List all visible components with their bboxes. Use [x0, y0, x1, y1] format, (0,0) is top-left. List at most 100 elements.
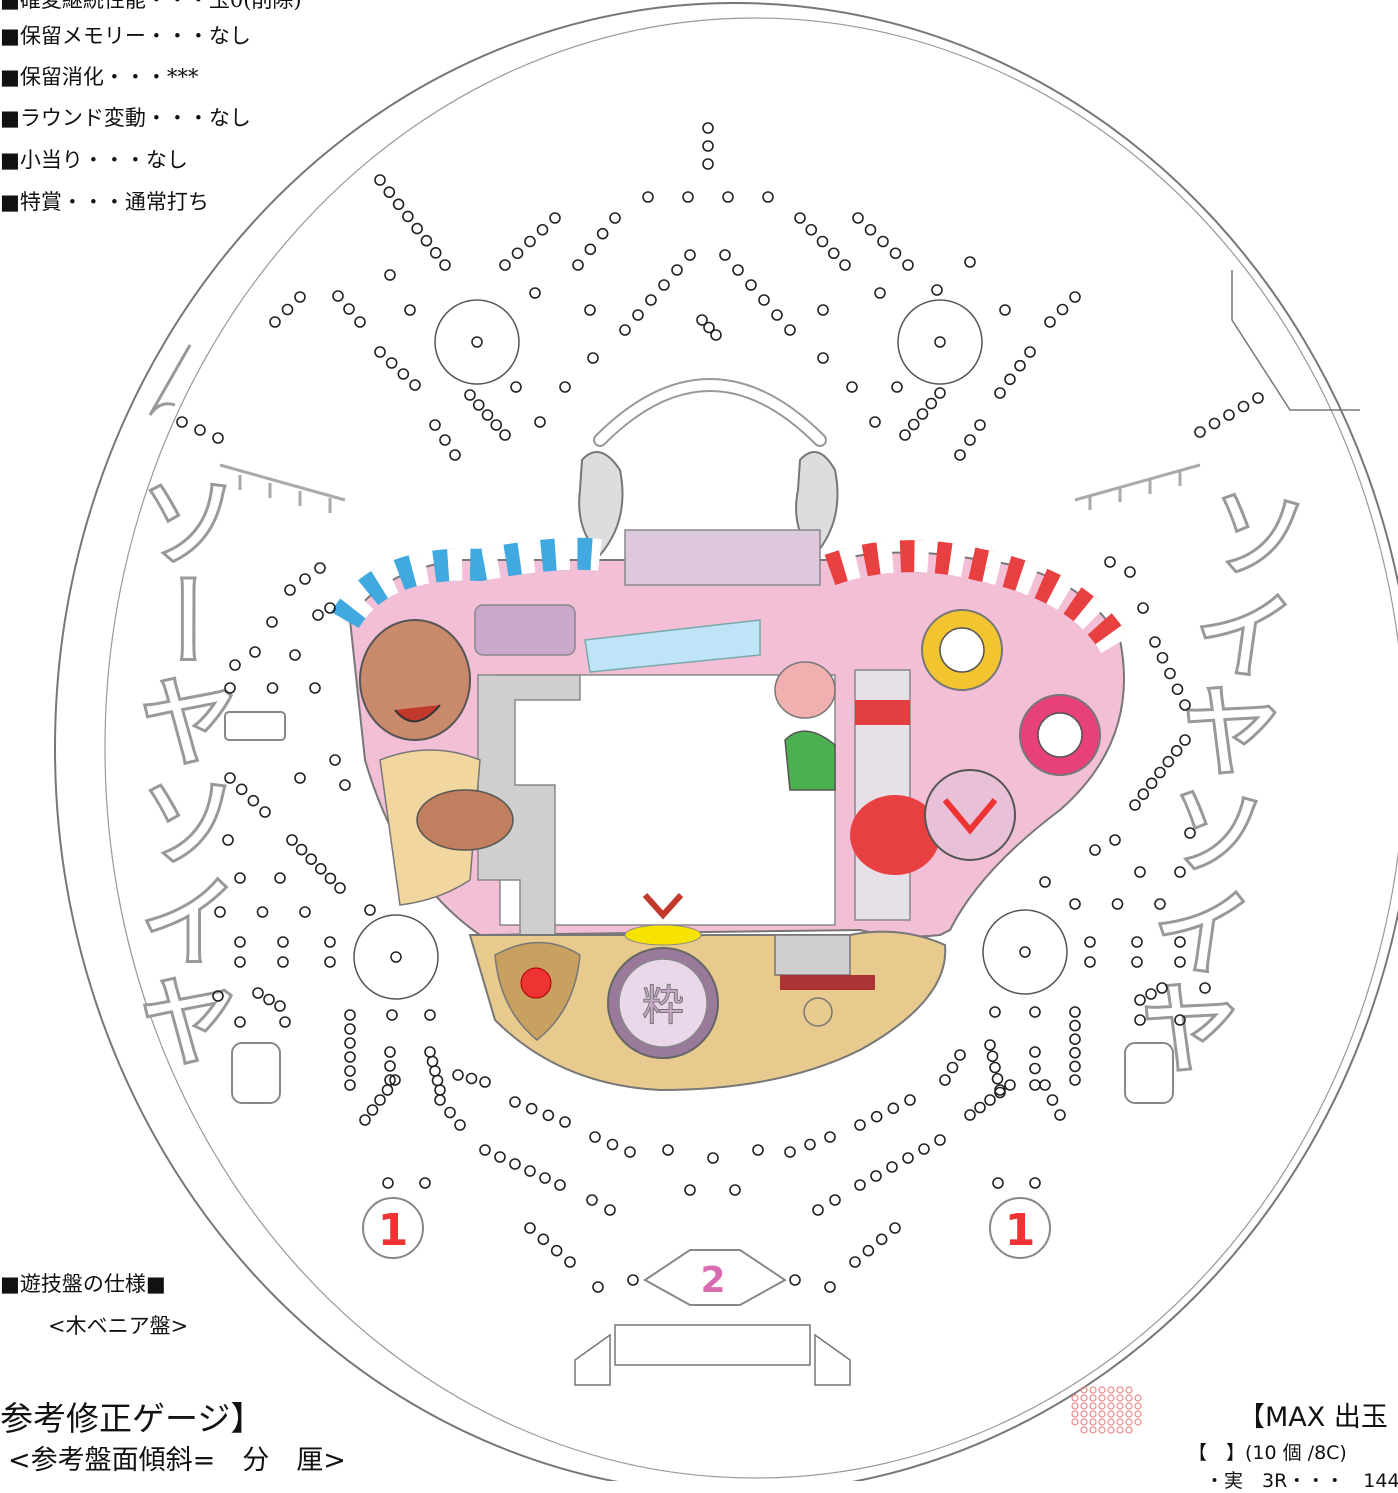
gauge-dot	[1089, 1402, 1097, 1410]
nail	[991, 1072, 1004, 1085]
nail	[992, 1177, 1004, 1189]
nail	[454, 1119, 466, 1131]
gauge-dot	[1080, 1402, 1088, 1410]
nail	[839, 259, 851, 271]
nail	[682, 191, 694, 203]
nail	[984, 1039, 996, 1051]
nail	[1124, 566, 1136, 578]
nail	[817, 352, 829, 364]
nail	[1069, 1047, 1081, 1059]
nail	[804, 1138, 816, 1151]
top-purple-block	[624, 529, 821, 586]
nail	[383, 186, 396, 198]
nail	[658, 279, 670, 291]
nail	[381, 1084, 394, 1096]
nail	[1145, 988, 1157, 1000]
nail	[572, 259, 584, 271]
nail	[870, 1110, 883, 1123]
nail	[869, 416, 881, 428]
nail	[334, 882, 346, 894]
board-inner-rail	[104, 17, 1398, 1479]
nail	[1069, 1074, 1081, 1086]
nail	[1199, 982, 1211, 994]
nail	[524, 1222, 536, 1234]
nail	[939, 1074, 951, 1086]
nail	[366, 1104, 379, 1116]
nail	[604, 1204, 616, 1216]
nail	[392, 198, 405, 211]
nail	[964, 434, 976, 446]
nail	[344, 1051, 356, 1063]
nail	[827, 247, 840, 260]
gauge-dot	[1098, 1410, 1106, 1418]
gauge-dot	[1107, 1426, 1115, 1434]
spec-item: ■小当り・・・なし	[0, 148, 188, 172]
nail	[234, 1016, 246, 1028]
nail	[542, 1109, 555, 1122]
spec-item: ■ラウンド変動・・・なし	[0, 106, 251, 130]
nail	[266, 616, 278, 628]
nail	[1069, 1060, 1081, 1073]
nail	[1024, 346, 1036, 358]
nail	[846, 381, 858, 393]
nail-layout	[176, 122, 1264, 1293]
max-out-row: 【 】(10 個 /8C)	[1188, 1442, 1347, 1464]
gauge-dot	[1125, 1394, 1133, 1402]
gauge-dot	[1125, 1410, 1133, 1418]
nail	[1154, 898, 1166, 910]
left-stage	[477, 674, 581, 936]
nail	[1069, 1033, 1081, 1045]
nail	[632, 309, 644, 321]
nail	[1184, 827, 1196, 839]
nail	[584, 304, 596, 316]
nail	[374, 174, 386, 186]
nail	[224, 682, 236, 694]
gauge-dot	[1071, 1402, 1079, 1410]
nail	[1174, 956, 1186, 968]
nail	[286, 834, 298, 846]
nail	[384, 269, 396, 281]
nail	[1145, 777, 1158, 790]
nail	[824, 1131, 836, 1143]
nail	[481, 409, 494, 421]
nail	[536, 223, 549, 236]
side-text-right: ソイヤソイヤ	[1114, 474, 1313, 1084]
nail	[564, 1256, 576, 1268]
gauge-dot	[1071, 1418, 1079, 1426]
nail	[537, 1233, 550, 1246]
gauge-dot	[1116, 1402, 1124, 1410]
nail	[314, 862, 327, 875]
svg-text:2: 2	[700, 1260, 725, 1301]
nail	[596, 227, 609, 240]
nail	[1046, 1094, 1059, 1106]
nail	[419, 1177, 431, 1189]
nail	[974, 1101, 986, 1114]
nail	[299, 906, 311, 918]
nail	[266, 682, 279, 694]
nail	[359, 1114, 371, 1126]
nail	[994, 1086, 1006, 1099]
spec-item: ■保留メモリー・・・なし	[0, 24, 251, 48]
nail	[702, 158, 714, 170]
nail	[1069, 1019, 1081, 1032]
nail	[1131, 936, 1143, 948]
nail	[294, 772, 306, 784]
nail	[1154, 766, 1166, 779]
side-text-left: ソーヤソイヤ	[122, 470, 239, 1070]
nail	[812, 1204, 824, 1216]
nail	[402, 210, 414, 223]
nail	[794, 212, 806, 224]
nail	[719, 249, 731, 261]
nail	[874, 287, 886, 299]
nail	[710, 329, 722, 341]
nail	[194, 424, 206, 436]
spec-item: ■確変継続性能・・・玉0(削除)	[0, 0, 302, 12]
nail	[1004, 1079, 1016, 1091]
gauge-dot	[1134, 1402, 1142, 1410]
nail	[1089, 844, 1101, 856]
nail	[986, 1050, 999, 1063]
nail	[434, 1084, 446, 1096]
nail	[1069, 898, 1081, 910]
nail	[1137, 788, 1150, 800]
nail	[789, 1274, 801, 1286]
